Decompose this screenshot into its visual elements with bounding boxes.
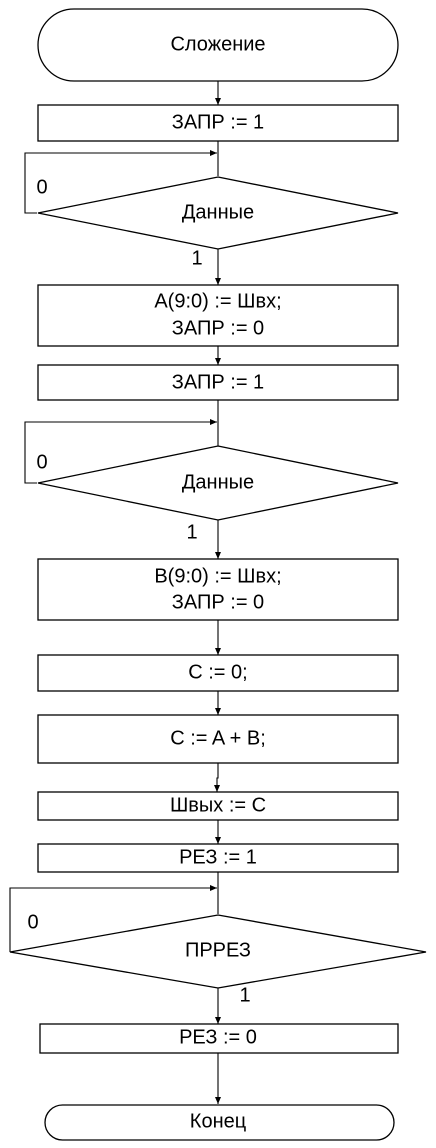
- end-terminator: Конец: [44, 1104, 395, 1141]
- process-load-b: B(9:0) := Швх; ЗАПР := 0: [37, 558, 399, 621]
- load-b-line1: B(9:0) := Швх;: [154, 565, 281, 587]
- process-set-rez-1: РЕЗ := 1: [37, 843, 399, 873]
- process-sum-c: C := A + B;: [37, 714, 399, 764]
- process-reset-c: C := 0;: [37, 654, 399, 692]
- process-zapr-1-b-label: ЗАПР := 1: [172, 371, 264, 393]
- branch-false-a: 0: [36, 176, 47, 198]
- process-zapr-1-b: ЗАПР := 1: [37, 364, 399, 401]
- load-a-line1: A(9:0) := Швх;: [154, 290, 281, 312]
- load-a-line2: ЗАПР := 0: [172, 317, 264, 339]
- decision-prrez: ПРРЕЗ 0 1: [9, 911, 427, 1006]
- decision-data-b: Данные 0 1: [36, 445, 399, 543]
- branch-true-b: 1: [186, 521, 197, 543]
- branch-true-prrez: 1: [239, 984, 250, 1006]
- process-set-rez-0: РЕЗ := 0: [39, 1023, 399, 1054]
- process-output-label: Швых := C: [170, 794, 266, 816]
- process-reset-c-label: C := 0;: [188, 661, 247, 683]
- connectors: [9, 81, 221, 1104]
- decision-data-b-label: Данные: [182, 471, 254, 493]
- start-terminator: Сложение: [37, 8, 399, 82]
- branch-false-b: 0: [36, 451, 47, 473]
- process-zapr-1-a-label: ЗАПР := 1: [172, 111, 264, 133]
- loop-back-data-a: [24, 150, 217, 214]
- decision-data-a: Данные 0 1: [36, 176, 399, 269]
- load-b-line2: ЗАПР := 0: [172, 591, 264, 613]
- branch-false-prrez: 0: [27, 911, 38, 933]
- process-sum-c-label: C := A + B;: [170, 727, 266, 749]
- decision-data-a-label: Данные: [182, 201, 254, 223]
- end-label: Конец: [190, 1110, 246, 1132]
- process-output: Швых := C: [37, 791, 399, 821]
- branch-true-a: 1: [191, 247, 202, 269]
- connector-sum-to-output: [214, 763, 220, 792]
- loop-back-prrez: [9, 885, 217, 952]
- decision-prrez-label: ПРРЕЗ: [185, 939, 251, 961]
- process-set-rez-0-label: РЕЗ := 0: [179, 1026, 257, 1048]
- process-set-rez-1-label: РЕЗ := 1: [179, 846, 257, 868]
- start-label: Сложение: [170, 33, 265, 55]
- loop-back-data-b: [24, 419, 217, 484]
- process-load-a: A(9:0) := Швх; ЗАПР := 0: [37, 284, 399, 347]
- process-zapr-1-a: ЗАПР := 1: [37, 104, 399, 142]
